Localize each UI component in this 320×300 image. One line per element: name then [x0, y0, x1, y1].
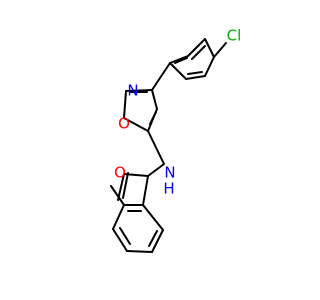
bond	[123, 117, 149, 132]
chlorine-bond	[213, 42, 227, 58]
double-bond-inner	[187, 71, 203, 75]
double-bond-inner	[148, 230, 158, 247]
double-bond-inner	[191, 45, 206, 60]
bond	[142, 175, 149, 206]
bond	[185, 75, 206, 80]
isoxazole-oxygen-label: O	[118, 115, 130, 133]
bond	[169, 55, 189, 64]
bond	[147, 163, 165, 177]
bond	[151, 89, 158, 110]
bond	[147, 130, 165, 165]
double-bond-outer	[117, 173, 125, 201]
bond	[142, 204, 164, 231]
bond	[151, 229, 164, 253]
bond	[151, 62, 171, 91]
double-bond-inner	[174, 57, 188, 64]
molecule-canvas: Cl N O O N H	[110, 27, 242, 253]
bond	[204, 38, 215, 58]
bond	[125, 89, 153, 92]
isoxazole-ring	[123, 62, 171, 132]
double-bond-inner	[122, 172, 129, 199]
methyl-bond	[110, 185, 125, 206]
bond	[169, 62, 187, 80]
amide-nitrogen-label: N	[164, 164, 175, 182]
amide-hydrogen-label: H	[163, 180, 174, 198]
molecule-structure: Cl N O O N H	[110, 27, 242, 253]
chlorine-label: Cl	[227, 27, 242, 45]
double-bond-inner	[149, 111, 157, 125]
bond	[123, 90, 127, 119]
double-bond-inner	[119, 227, 131, 245]
bond	[204, 56, 215, 77]
bond	[112, 228, 128, 252]
isoxazole-nitrogen-label: N	[127, 82, 138, 100]
bond	[187, 38, 206, 57]
chlorophenyl-ring	[169, 38, 215, 80]
bond	[126, 250, 153, 253]
bond	[112, 204, 125, 230]
amide-oxygen-label: O	[114, 164, 126, 182]
methylphenyl-ring	[112, 204, 164, 253]
